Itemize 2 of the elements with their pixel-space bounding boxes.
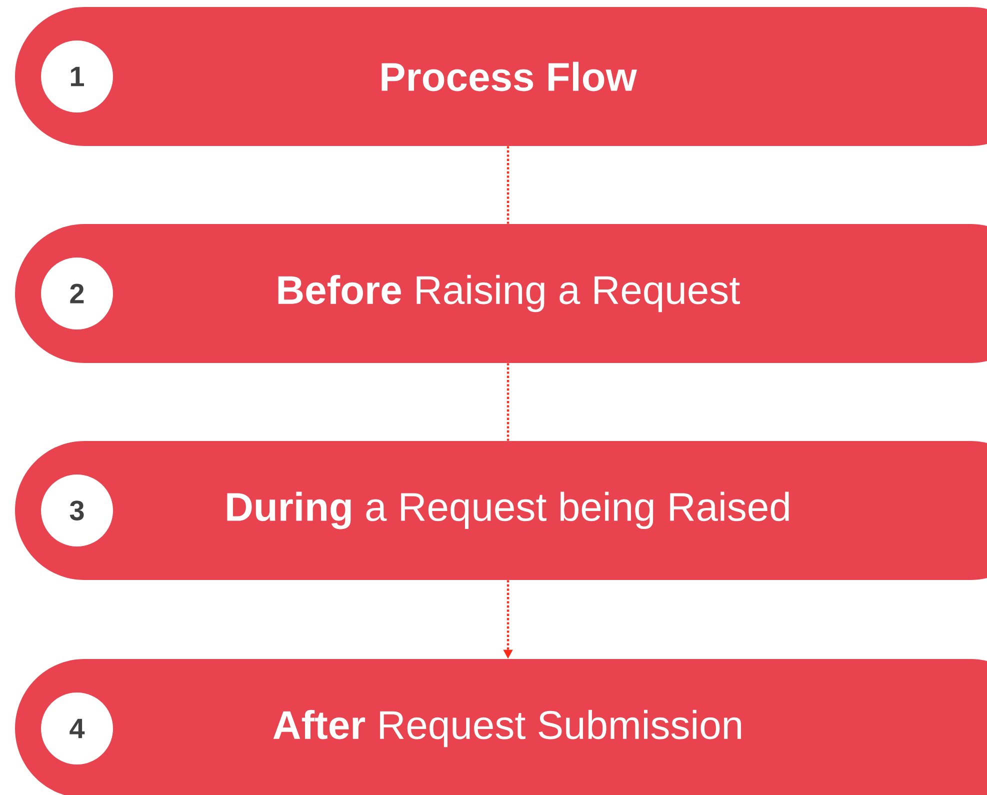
connector-line (506, 146, 510, 224)
connector-line (506, 363, 510, 441)
